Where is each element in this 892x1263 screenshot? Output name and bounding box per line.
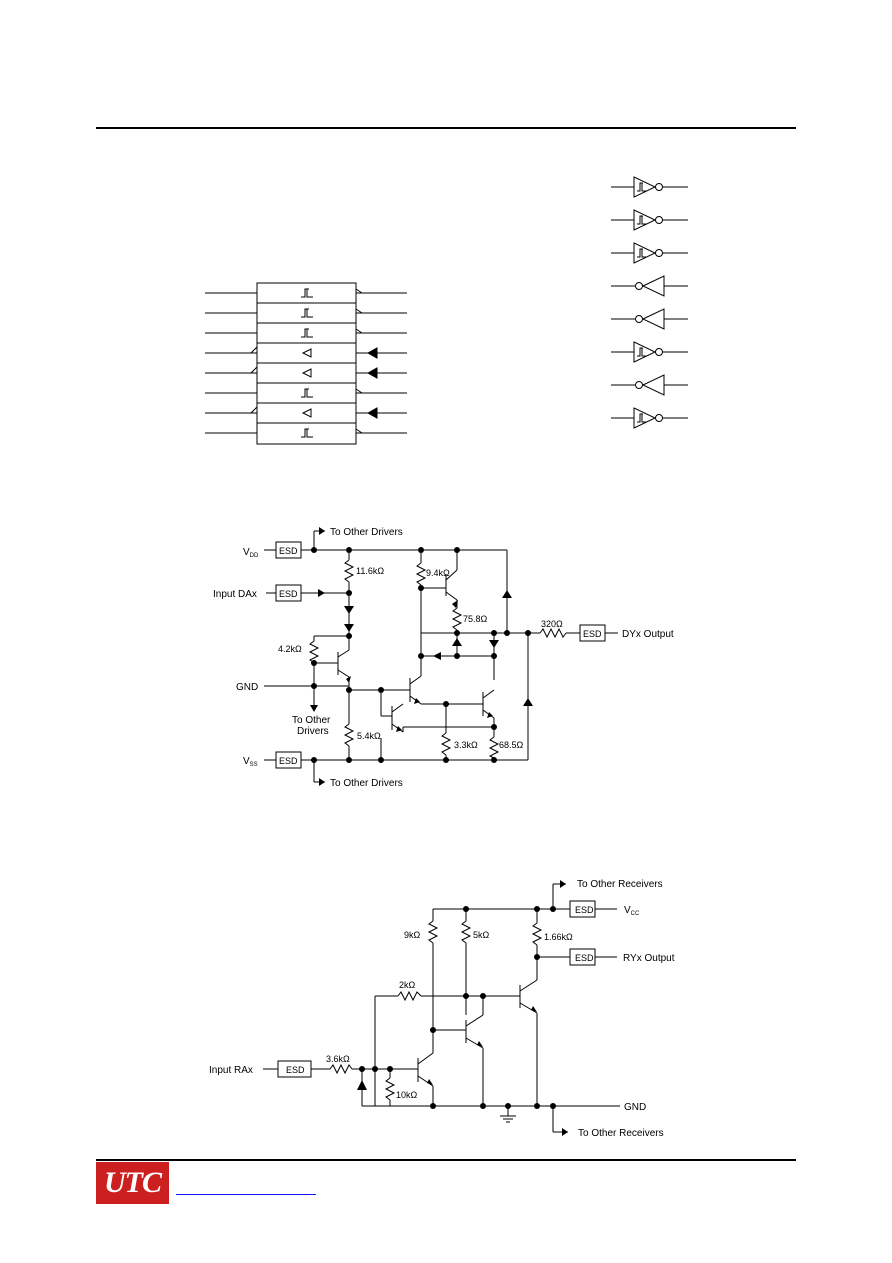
tick-mark bbox=[355, 428, 363, 434]
arrow-icon bbox=[366, 407, 378, 419]
schmitt-icon bbox=[637, 215, 646, 225]
inverter-bubble-icon bbox=[655, 249, 663, 257]
driver-output-label: DYx Output bbox=[622, 629, 674, 640]
schmitt-icon bbox=[301, 428, 313, 438]
driver-input-label: Input DAx bbox=[213, 589, 257, 600]
tick-mark bbox=[355, 328, 363, 334]
vdd-label: VDD bbox=[243, 547, 259, 559]
to-other-drivers-bottom: To Other Drivers bbox=[330, 778, 403, 789]
buffer-gate-icon bbox=[633, 176, 657, 198]
resistor-label: 320Ω bbox=[541, 619, 563, 629]
resistor-label: 3.6kΩ bbox=[326, 1054, 350, 1064]
tick-mark bbox=[355, 388, 363, 394]
receiver-icon bbox=[301, 408, 312, 418]
tick-mark bbox=[355, 308, 363, 314]
schmitt-icon bbox=[301, 288, 313, 298]
utc-logo: UTC bbox=[96, 1162, 169, 1204]
schmitt-icon bbox=[637, 248, 646, 258]
tick-mark bbox=[250, 366, 258, 374]
resistor-label: 9kΩ bbox=[404, 930, 421, 940]
buffer-gate-icon bbox=[633, 209, 657, 231]
receiver-schematic: To Other Receivers VCC RYx Output Input … bbox=[209, 879, 675, 1139]
resistor-label: 75.8Ω bbox=[463, 614, 488, 624]
receiver-gnd-label: GND bbox=[624, 1102, 646, 1113]
to-other-receivers-top: To Other Receivers bbox=[577, 879, 663, 890]
to-other-drivers-mid-2: Drivers bbox=[297, 726, 329, 737]
logic-block-diagram bbox=[205, 282, 407, 445]
schmitt-icon bbox=[301, 328, 313, 338]
esd-label: ESD bbox=[575, 953, 594, 963]
resistor-label: 9.4kΩ bbox=[426, 568, 450, 578]
logic-symbol-column bbox=[611, 176, 688, 429]
schmitt-icon bbox=[301, 308, 313, 318]
arrow-icon bbox=[366, 347, 378, 359]
resistor-label: 10kΩ bbox=[396, 1090, 418, 1100]
buffer-gate-icon bbox=[633, 341, 657, 363]
tick-mark bbox=[250, 346, 258, 354]
esd-label: ESD bbox=[279, 546, 298, 556]
schmitt-icon bbox=[637, 347, 646, 357]
schmitt-icon bbox=[637, 413, 646, 423]
buffer-gate-icon bbox=[633, 407, 657, 429]
esd-label: ESD bbox=[575, 905, 594, 915]
resistor-label: 5.4kΩ bbox=[357, 731, 381, 741]
footer-link-underline[interactable] bbox=[176, 1194, 316, 1195]
schmitt-icon bbox=[301, 388, 313, 398]
esd-label: ESD bbox=[279, 756, 298, 766]
vss-label: VSS bbox=[243, 756, 258, 768]
inverter-bubble-icon bbox=[655, 414, 663, 422]
receiver-output-label: RYx Output bbox=[623, 953, 675, 964]
tick-mark bbox=[355, 288, 363, 294]
inverter-bubble-icon bbox=[655, 216, 663, 224]
vcc-label: VCC bbox=[624, 905, 640, 917]
esd-label: ESD bbox=[279, 589, 298, 599]
schmitt-icon bbox=[637, 182, 646, 192]
resistor-label: 4.2kΩ bbox=[278, 644, 302, 654]
receiver-icon bbox=[301, 348, 312, 358]
resistor-label: 11.6kΩ bbox=[356, 566, 384, 576]
footer-rule bbox=[96, 1159, 796, 1161]
resistor-label: 1.66kΩ bbox=[544, 932, 573, 942]
header-rule bbox=[96, 127, 796, 129]
driver-gnd-label: GND bbox=[236, 682, 258, 693]
tick-mark bbox=[250, 406, 258, 414]
arrow-icon bbox=[366, 367, 378, 379]
resistor-label: 68.5Ω bbox=[499, 740, 524, 750]
receiver-input-label: Input RAx bbox=[209, 1065, 253, 1076]
resistor-label: 2kΩ bbox=[399, 980, 416, 990]
buffer-gate-icon bbox=[633, 242, 657, 264]
utc-logo-text: UTC bbox=[104, 1166, 162, 1199]
to-other-receivers-bottom: To Other Receivers bbox=[578, 1128, 664, 1139]
resistor-label: 5kΩ bbox=[473, 930, 490, 940]
to-other-drivers-top: To Other Drivers bbox=[330, 527, 403, 538]
inverter-bubble-icon bbox=[655, 183, 663, 191]
esd-label: ESD bbox=[286, 1065, 305, 1075]
inverter-bubble-icon bbox=[655, 348, 663, 356]
receiver-icon bbox=[301, 368, 312, 378]
driver-schematic: VDD To Other Drivers Input DAx GND To Ot… bbox=[213, 527, 674, 789]
to-other-drivers-mid-1: To Other bbox=[292, 715, 331, 726]
esd-label: ESD bbox=[583, 629, 602, 639]
resistor-label: 3.3kΩ bbox=[454, 740, 478, 750]
